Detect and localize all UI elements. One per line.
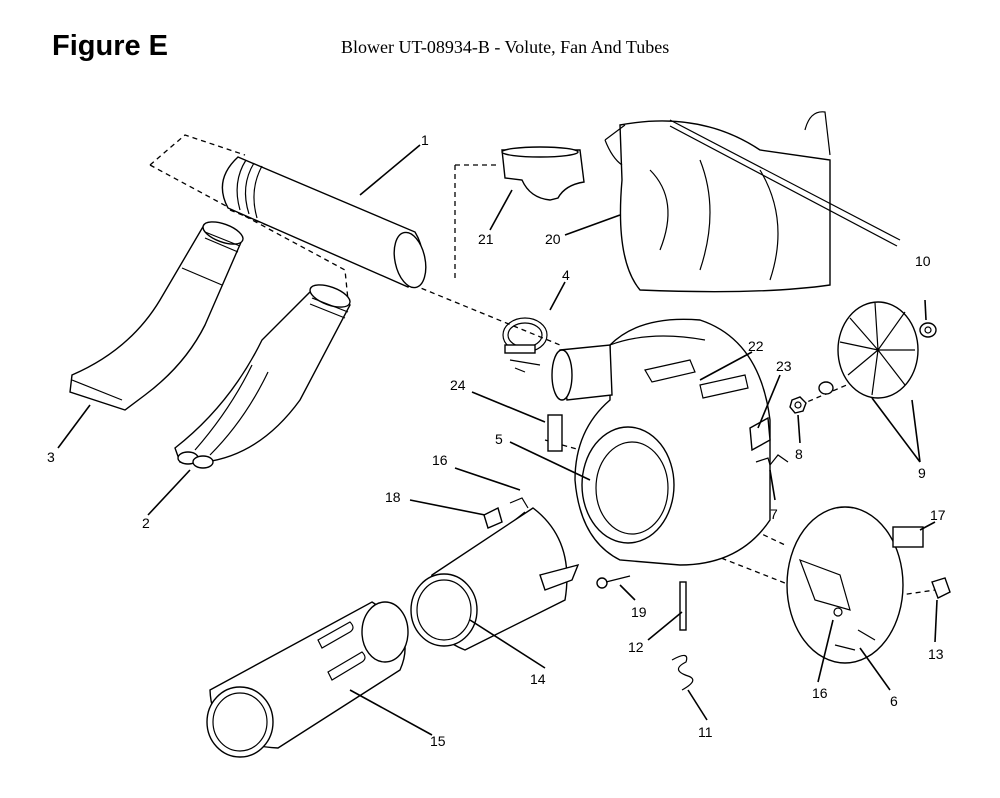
callout-16-lower: 16 <box>812 685 828 701</box>
part-15-nozzle <box>206 601 409 758</box>
callout-17: 17 <box>930 507 946 523</box>
callout-13: 13 <box>928 646 944 662</box>
callout-4: 4 <box>562 267 570 283</box>
callout-numbers: 1 2 3 4 5 6 7 8 9 10 11 12 13 14 15 16 1… <box>47 132 946 749</box>
figure-label: Figure E <box>52 30 169 62</box>
callout-6: 6 <box>890 693 898 709</box>
part-5-volute-housing <box>551 318 771 566</box>
part-4-hose-clamp <box>502 317 548 373</box>
callout-23: 23 <box>776 358 792 374</box>
callout-22: 22 <box>748 338 764 354</box>
callout-24: 24 <box>450 377 466 393</box>
callout-19: 19 <box>631 604 647 620</box>
part-24-label <box>547 414 563 452</box>
part-20-collection-bag <box>604 111 901 293</box>
diagram-title: Blower UT-08934-B - Volute, Fan And Tube… <box>341 37 670 57</box>
part-9-fan-impeller <box>818 301 919 399</box>
leader-lines <box>57 144 938 736</box>
callout-14: 14 <box>530 671 546 687</box>
callout-21: 21 <box>478 231 494 247</box>
part-3-flat-nozzle <box>69 221 244 411</box>
part-7-clip <box>755 454 789 467</box>
part-13-knob <box>931 577 951 599</box>
part-23-bracket <box>749 416 771 452</box>
callout-9: 9 <box>918 465 926 481</box>
callout-20: 20 <box>545 231 561 247</box>
callout-15: 15 <box>430 733 446 749</box>
callout-2: 2 <box>142 515 150 531</box>
part-1-straight-tube <box>221 156 427 289</box>
callout-3: 3 <box>47 449 55 465</box>
part-19-screw <box>596 575 631 589</box>
callout-7: 7 <box>770 506 778 522</box>
callout-18: 18 <box>385 489 401 505</box>
callout-10: 10 <box>915 253 931 269</box>
part-12-pin <box>679 581 687 631</box>
callout-11: 11 <box>698 724 713 740</box>
callout-12: 12 <box>628 639 644 655</box>
callout-16-upper: 16 <box>432 452 448 468</box>
part-8-nut <box>789 396 807 414</box>
callout-1: 1 <box>421 132 429 148</box>
part-10-washer <box>919 322 937 338</box>
callout-5: 5 <box>495 431 503 447</box>
callout-8: 8 <box>795 446 803 462</box>
part-17-decal <box>892 526 924 548</box>
part-14-tube-section <box>410 507 580 651</box>
part-18-screw-head <box>483 506 503 529</box>
part-2-dual-nozzle <box>174 284 351 469</box>
part-21-bag-adapter <box>501 146 585 201</box>
part-11-spring <box>671 654 694 691</box>
part-6-back-cover <box>786 506 904 664</box>
